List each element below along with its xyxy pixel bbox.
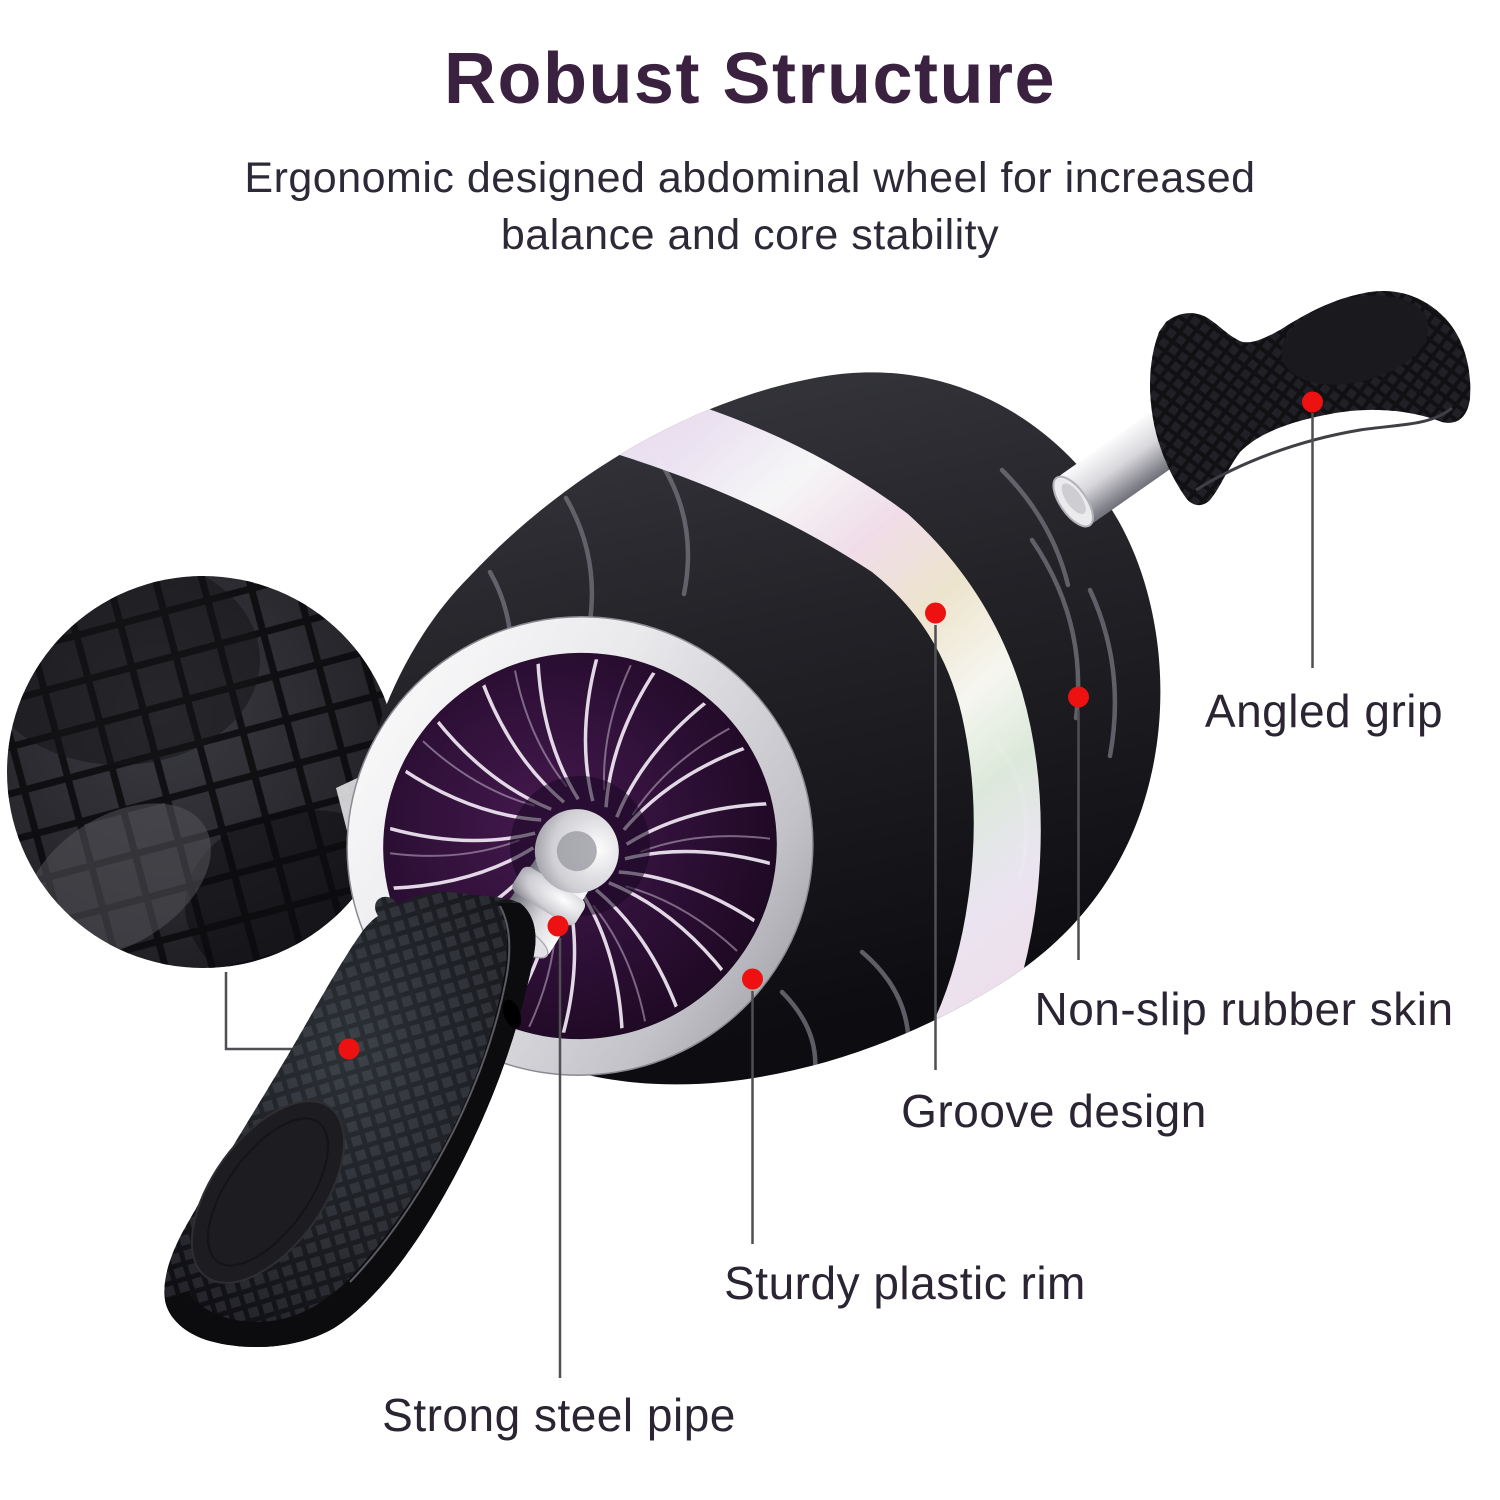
left-grip-spine (165, 903, 536, 1348)
strap-hole (502, 999, 522, 1029)
red-dot-pipe-icon (547, 915, 569, 937)
callout-markers (338, 391, 1323, 1060)
right-grip-seam (1195, 406, 1453, 492)
thumb-pad (190, 1100, 346, 1284)
leader-lines (558, 413, 1314, 1378)
red-dot-rim-icon (742, 968, 763, 990)
left-handle-grip (164, 892, 536, 1348)
left-grip-seam (349, 905, 511, 1283)
red-dot-non-slip-icon (1068, 686, 1089, 708)
callout-label-non-slip: Non-slip rubber skin (1034, 983, 1454, 1035)
page-title: Robust Structure (443, 39, 1057, 119)
callout-label-angled-grip: Angled grip (1204, 685, 1444, 737)
callout-label-groove-design: Groove design (901, 1085, 1207, 1137)
holographic-stripe (610, 406, 1041, 1072)
callout-label-plastic-rim: Sturdy plastic rim (724, 1257, 1086, 1309)
red-dot-handle-icon (338, 1038, 360, 1060)
page-subtitle: Ergonomic designed abdominal wheel for i… (244, 154, 1256, 259)
red-dot-groove-icon (925, 602, 946, 624)
palm-rest (1281, 295, 1429, 385)
callout-label-steel-pipe: Strong steel pipe (382, 1389, 736, 1441)
red-dot-angled-grip-icon (1302, 391, 1323, 413)
